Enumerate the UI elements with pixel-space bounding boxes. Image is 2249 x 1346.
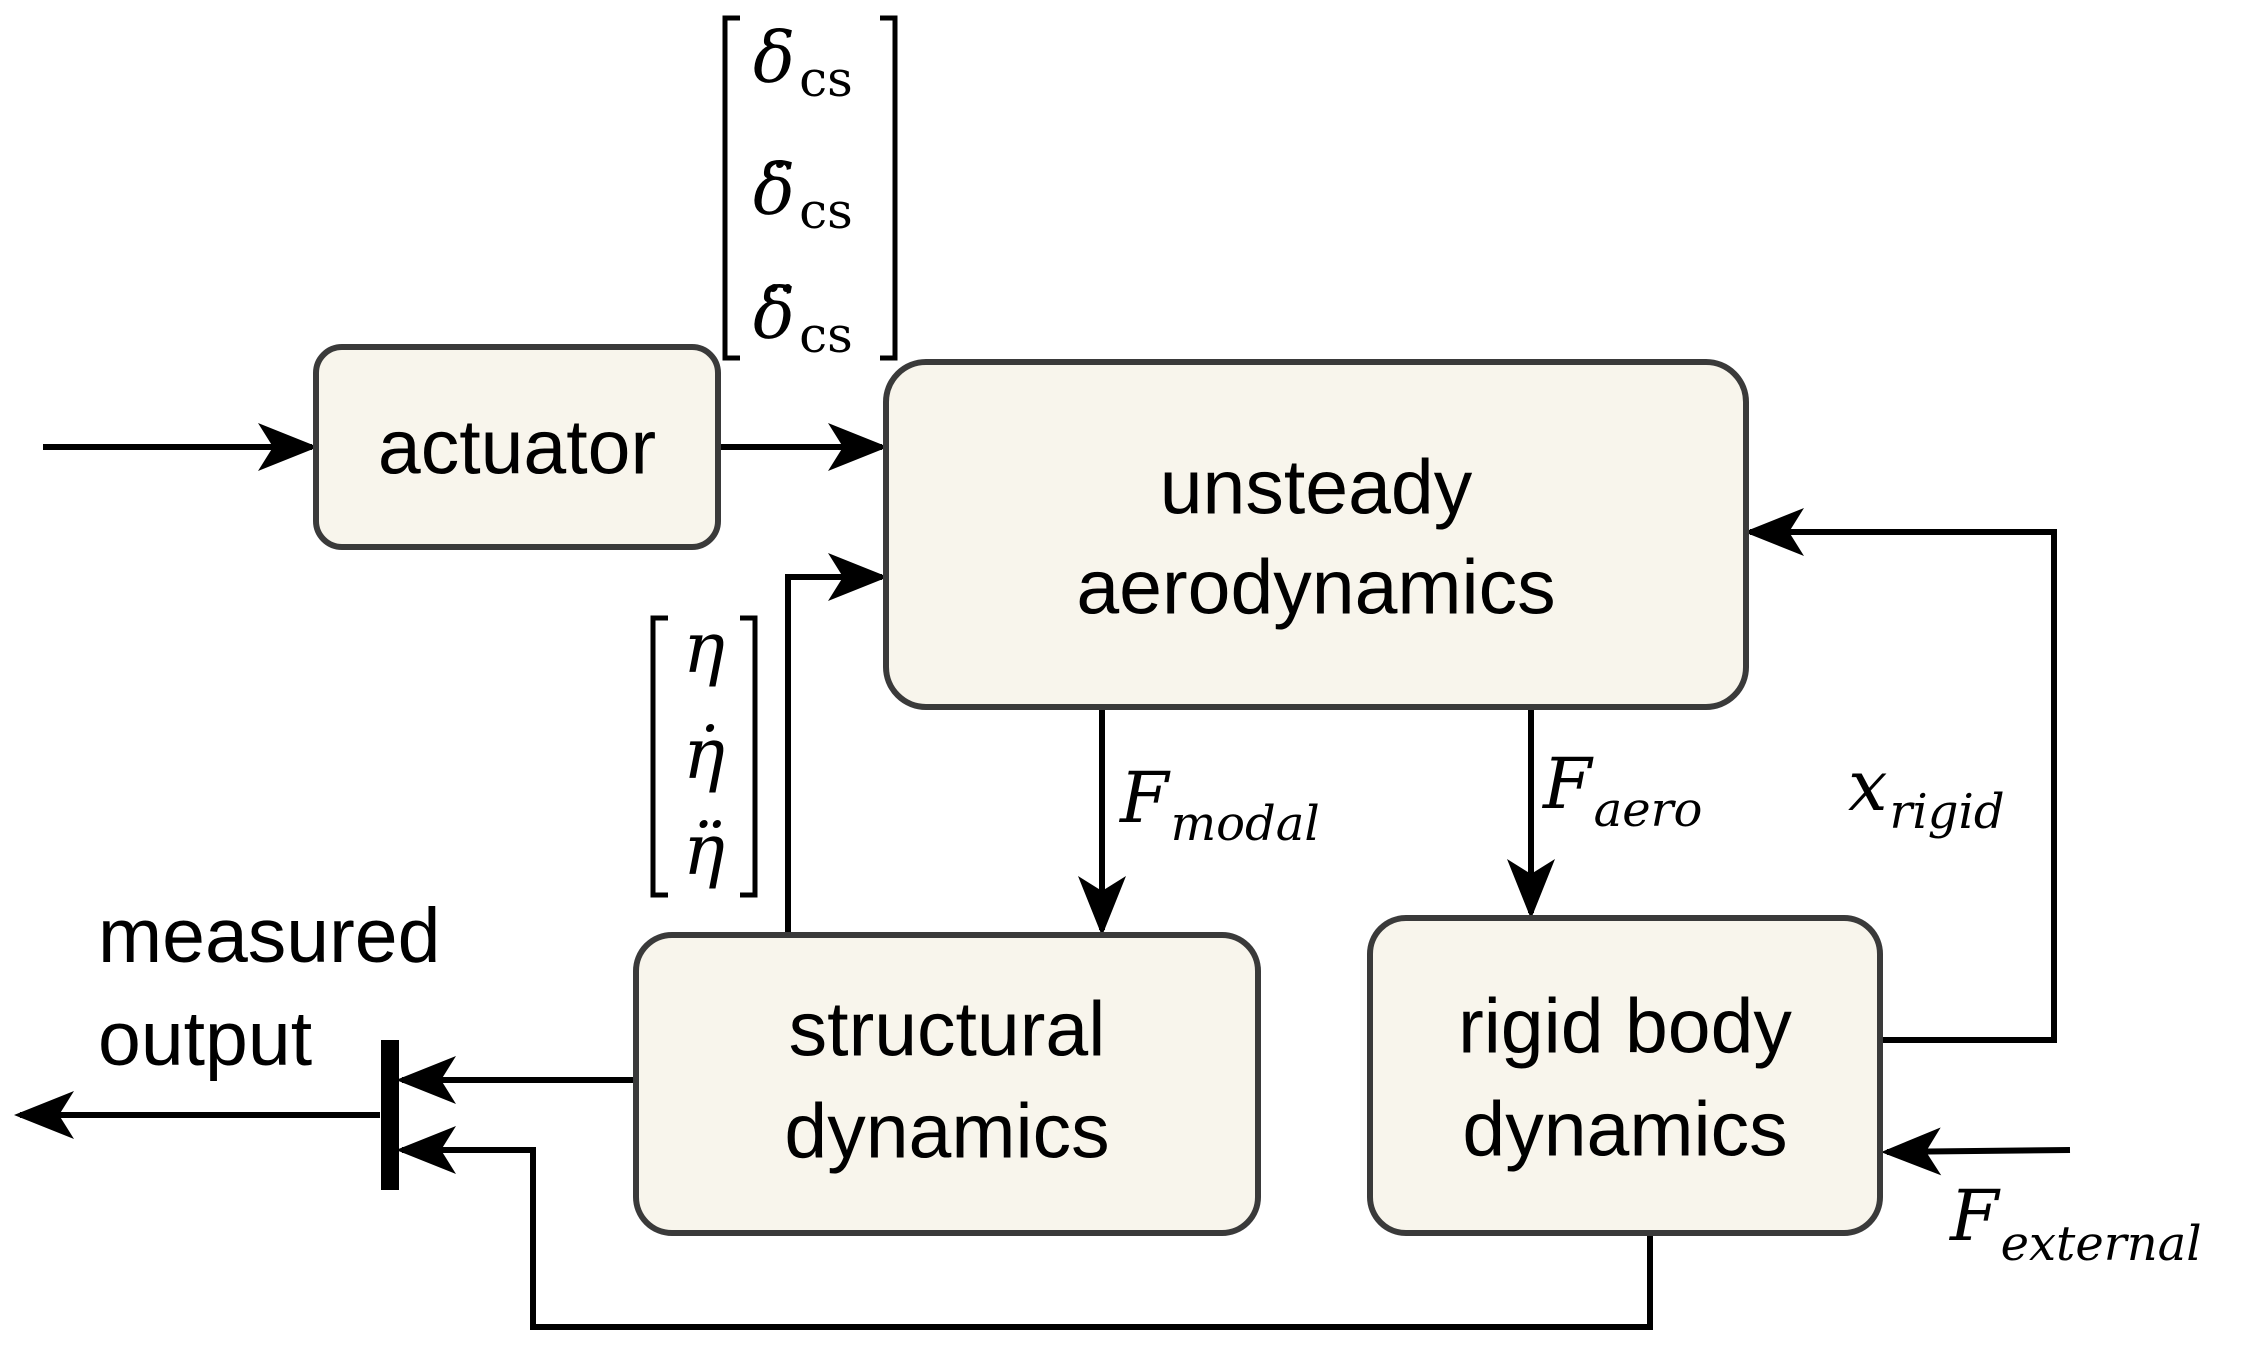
f-modal-base: F — [1118, 757, 1171, 839]
eta-row-1: η — [683, 607, 725, 689]
f-aero-base: F — [1541, 743, 1594, 825]
eta-right-bracket — [740, 615, 758, 898]
f-external-label: Fexternal — [1948, 1175, 2202, 1272]
structural-label-line1: structural — [789, 986, 1106, 1072]
structural-label-line2: dynamics — [784, 1088, 1109, 1174]
svg-text:δcs: δcs — [753, 17, 853, 108]
f-modal-sub: modal — [1171, 796, 1320, 852]
svg-text:δ̈cs: δ̈cs — [753, 273, 853, 364]
f-modal-label: Fmodal — [1118, 757, 1320, 852]
rigid-label-line1: rigid body — [1458, 983, 1792, 1069]
x-rigid-arrow — [1744, 508, 2057, 1043]
actuator-block: actuator — [313, 344, 721, 550]
delta-row-2: δ̇ — [753, 149, 795, 231]
unsteady-label-line2: aerodynamics — [1076, 544, 1555, 630]
eta-vector: η η̇ η̈ — [650, 607, 758, 898]
delta-right-bracket — [880, 15, 898, 361]
measured-output-label-line2: output — [98, 996, 312, 1082]
rigid-to-output-arrow — [396, 1126, 1653, 1330]
f-external-arrow — [1881, 1127, 2071, 1176]
f-external-sub: external — [2001, 1216, 2202, 1272]
delta-row-2-sub: cs — [799, 182, 853, 240]
unsteady-label-line1: unsteady — [1160, 444, 1473, 530]
delta-row-3-sub: cs — [799, 306, 853, 364]
x-rigid-sub: rigid — [1889, 784, 2004, 840]
structural-dynamics-block: structural dynamics — [633, 932, 1261, 1236]
rigid-label-line2: dynamics — [1462, 1086, 1787, 1172]
delta-vector: δcs δ̇cs δ̈cs — [722, 15, 898, 364]
actuator-label: actuator — [378, 404, 656, 490]
svg-text:Fmodal: Fmodal — [1118, 757, 1320, 852]
svg-text:Fexternal: Fexternal — [1948, 1175, 2202, 1272]
delta-left-bracket — [722, 15, 740, 361]
eta-row-3: η̈ — [683, 809, 725, 891]
x-rigid-label: xrigid — [1848, 745, 2005, 840]
f-external-base: F — [1948, 1175, 2001, 1257]
structural-to-aero-arrow — [785, 553, 888, 933]
eta-row-2: η̇ — [683, 713, 725, 795]
eta-left-bracket — [650, 615, 668, 898]
measured-output-label-line1: measured — [98, 893, 440, 979]
f-aero-sub: aero — [1594, 782, 1703, 838]
delta-row-1-sub: cs — [799, 50, 853, 108]
unsteady-aerodynamics-block: unsteady aerodynamics — [883, 359, 1749, 710]
f-aero-label: Faero — [1541, 743, 1702, 838]
delta-row-1: δ — [753, 17, 795, 99]
svg-text:xrigid: xrigid — [1848, 745, 2005, 840]
svg-text:δ̇cs: δ̇cs — [753, 149, 853, 240]
x-rigid-base: x — [1848, 745, 1887, 827]
rigid-body-dynamics-block: rigid body dynamics — [1367, 915, 1883, 1236]
svg-text:Faero: Faero — [1541, 743, 1702, 838]
delta-row-3: δ̈ — [753, 273, 795, 355]
